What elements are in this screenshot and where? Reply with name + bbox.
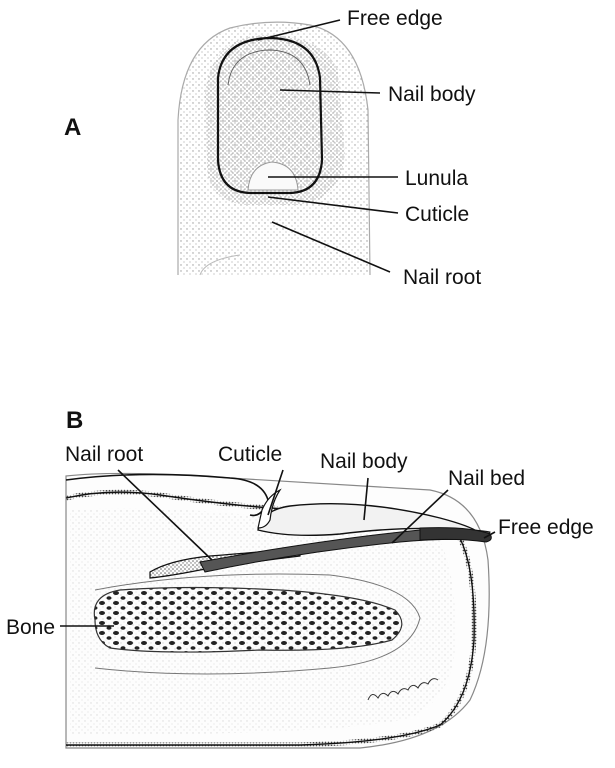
nail-plate	[218, 38, 322, 193]
label-a-free-edge: Free edge	[347, 7, 443, 30]
label-b-nail-body: Nail body	[320, 450, 408, 473]
label-a-cuticle: Cuticle	[405, 203, 469, 226]
label-b-nail-bed: Nail bed	[448, 467, 525, 490]
label-a-nail-root: Nail root	[403, 266, 481, 289]
label-b-bone: Bone	[6, 616, 55, 639]
panel-b-label: B	[66, 407, 83, 434]
panel-b: B	[6, 407, 594, 748]
label-b-cuticle: Cuticle	[218, 443, 282, 466]
label-b-free-edge: Free edge	[498, 516, 594, 539]
panel-a: A Free edge Nail body Lunula Cuticle Nai…	[64, 7, 481, 289]
panel-a-label: A	[64, 114, 81, 141]
label-a-lunula: Lunula	[405, 167, 468, 190]
label-b-nail-root: Nail root	[65, 443, 143, 466]
label-a-nail-body: Nail body	[388, 83, 476, 106]
